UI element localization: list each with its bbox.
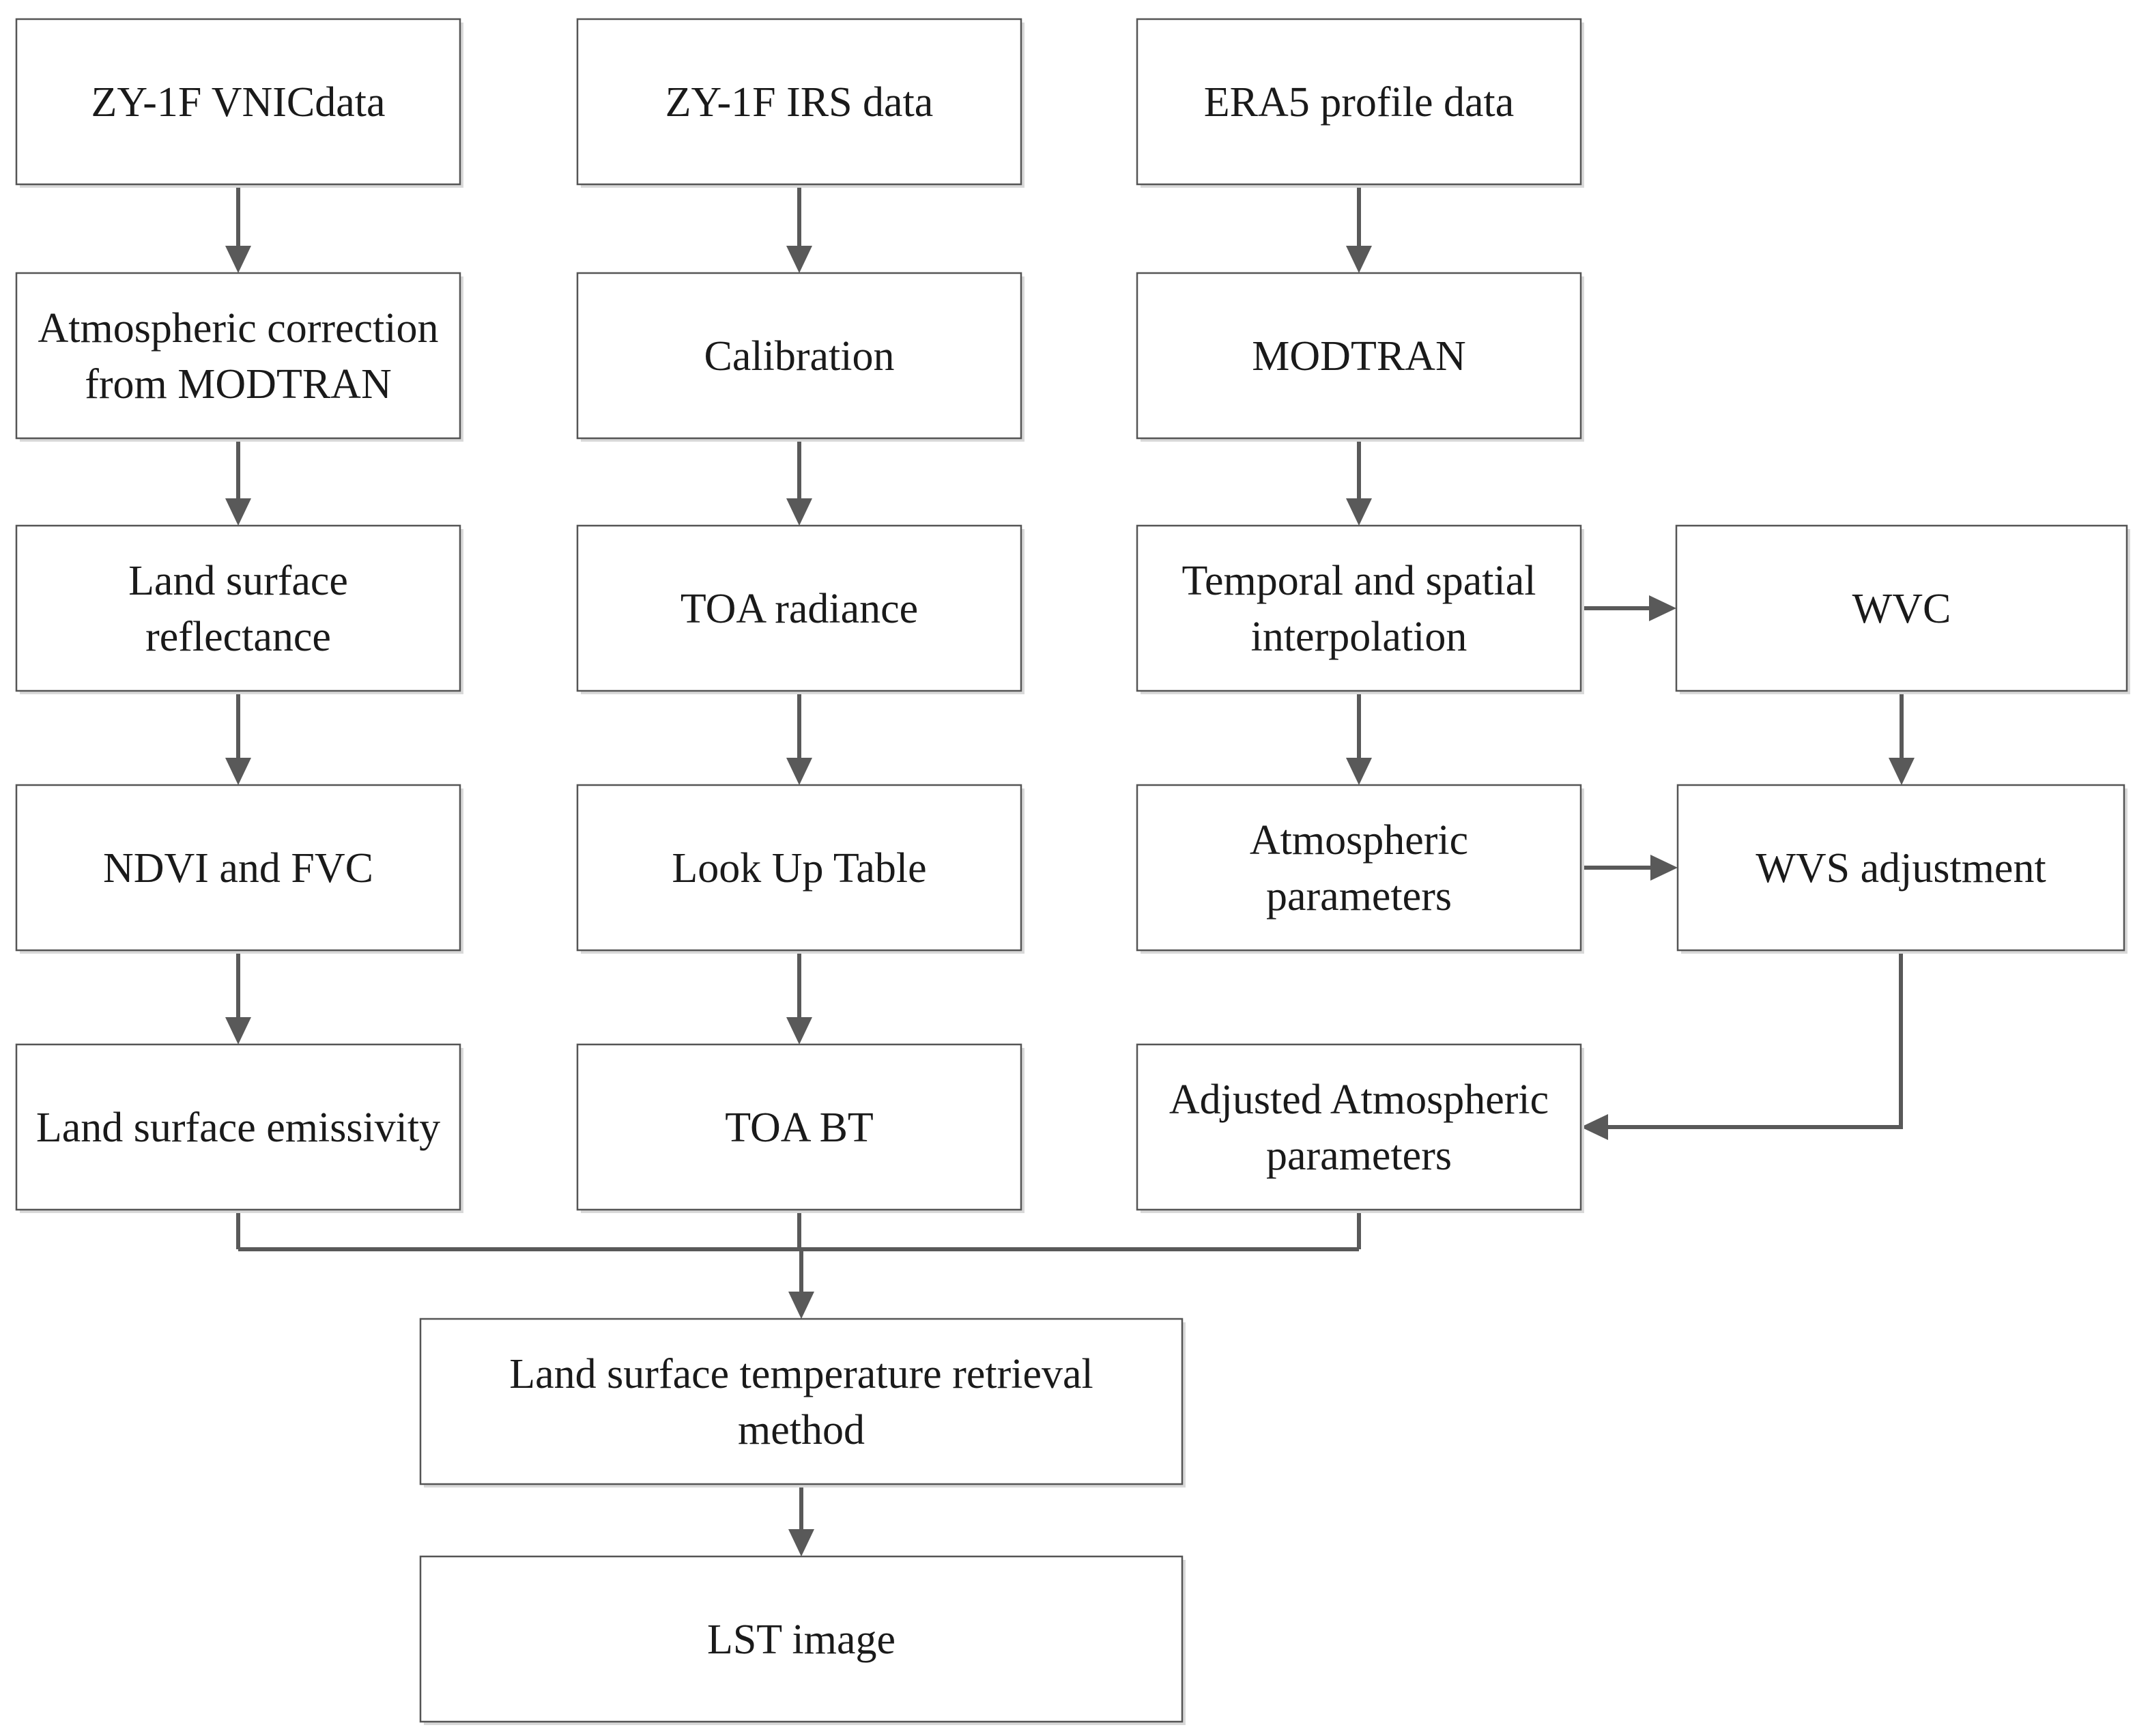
box-label-line: ERA5 profile data: [1204, 79, 1515, 126]
arrowhead-down: [1346, 758, 1372, 785]
arrowhead-down: [786, 246, 812, 273]
arrowhead-down: [1889, 758, 1915, 785]
box-label-line: Land surface: [128, 558, 348, 604]
box-label-line: Land surface temperature retrieval: [509, 1351, 1093, 1397]
box-calibration: Calibration: [576, 272, 1024, 442]
box-label-line: TOA radiance: [680, 586, 918, 632]
box-label-line: Land surface emissivity: [36, 1105, 440, 1151]
arrowhead-down: [786, 1017, 812, 1044]
arrowhead-down: [225, 1017, 251, 1044]
box-frame: [1136, 272, 1582, 440]
arrowhead-down: [786, 498, 812, 526]
box-frame: [15, 272, 461, 440]
arrowhead-right: [1650, 855, 1678, 881]
arrowhead-down: [225, 246, 251, 273]
box-frame: [576, 18, 1022, 186]
box-label-line: interpolation: [1251, 614, 1467, 660]
box-label-line: Calibration: [704, 333, 895, 380]
arrowhead-down: [1346, 498, 1372, 526]
box-lst-image: LST image: [419, 1555, 1186, 1725]
box-label-line: ZY-1F IRS data: [665, 79, 934, 126]
box-lut: Look Up Table: [576, 784, 1024, 954]
box-frame: [576, 524, 1022, 692]
box-label-line: from MODTRAN: [85, 361, 391, 408]
box-frame: [419, 1318, 1184, 1485]
arrowhead-down: [225, 758, 251, 785]
box-frame: [15, 1043, 461, 1211]
box-label-line: WVS adjustment: [1756, 845, 2046, 892]
box-label-line: Look Up Table: [672, 845, 926, 892]
box-label-line: method: [738, 1407, 865, 1453]
box-label-line: Adjusted Atmospheric: [1169, 1077, 1549, 1123]
box-frame: [1136, 18, 1582, 186]
box-label-line: Atmospheric: [1250, 817, 1468, 864]
arrowhead-down: [225, 498, 251, 526]
box-label-line: Temporal and spatial: [1181, 558, 1536, 604]
box-label-line: reflectance: [145, 614, 331, 660]
box-ndvi-fvc: NDVI and FVC: [15, 784, 463, 954]
box-frame: [1675, 524, 2128, 692]
box-wvs-adjustment: WVS adjustment: [1676, 784, 2127, 954]
box-frame: [419, 1555, 1184, 1723]
arrowhead-right: [1649, 595, 1676, 621]
arrowhead-down: [786, 758, 812, 785]
box-label-line: ZY-1F VNICdata: [91, 79, 385, 126]
box-frame: [1136, 1043, 1582, 1211]
box-frame: [576, 272, 1022, 440]
box-adj-atm-params: Adjusted Atmospheric parameters: [1136, 1043, 1584, 1213]
arrowhead-down: [788, 1292, 814, 1319]
box-wvc: WVC: [1675, 524, 2130, 694]
box-land-reflectance: Land surface reflectance: [15, 524, 463, 694]
arrowhead-left: [1581, 1114, 1608, 1140]
boxes: ZY-1F VNICdata ZY-1F IRS data ERA5 profile…: [15, 18, 2130, 1725]
box-atm-correction: Atmospheric correction from MODTRAN: [15, 272, 463, 442]
arrowhead-down: [788, 1529, 814, 1556]
box-vnic-data: ZY-1F VNICdata: [15, 18, 463, 188]
box-irs-data: ZY-1F IRS data: [576, 18, 1024, 188]
box-label-line: MODTRAN: [1252, 333, 1465, 380]
box-frame: [15, 18, 461, 186]
box-era5-profile: ERA5 profile data: [1136, 18, 1584, 188]
box-label-line: WVC: [1852, 586, 1951, 632]
box-atm-params: Atmospheric parameters: [1136, 784, 1584, 954]
box-frame: [1136, 784, 1582, 952]
connectors: [225, 184, 1915, 1556]
box-toa-radiance: TOA radiance: [576, 524, 1024, 694]
box-frame: [576, 1043, 1022, 1211]
box-frame: [576, 784, 1022, 952]
box-interpolation: Temporal and spatial interpolation: [1136, 524, 1584, 694]
box-frame: [1676, 784, 2125, 952]
box-label-line: LST image: [707, 1617, 895, 1663]
edge-wvs-adjustment-to-adj-atm-params: [1607, 950, 1903, 1129]
box-toa-bt: TOA BT: [576, 1043, 1024, 1213]
box-label-line: Atmospheric correction: [38, 305, 438, 352]
box-lst-method: Land surface temperature retrieval method: [419, 1318, 1186, 1488]
box-label-line: TOA BT: [725, 1105, 874, 1151]
box-label-line: parameters: [1266, 873, 1452, 920]
arrowhead-down: [1346, 246, 1372, 273]
box-frame: [1136, 524, 1582, 692]
box-label-line: NDVI and FVC: [103, 845, 373, 892]
box-modtran: MODTRAN: [1136, 272, 1584, 442]
box-emissivity: Land surface emissivity: [15, 1043, 463, 1213]
box-label-line: parameters: [1266, 1133, 1452, 1179]
box-frame: [15, 784, 461, 952]
box-frame: [15, 524, 461, 692]
